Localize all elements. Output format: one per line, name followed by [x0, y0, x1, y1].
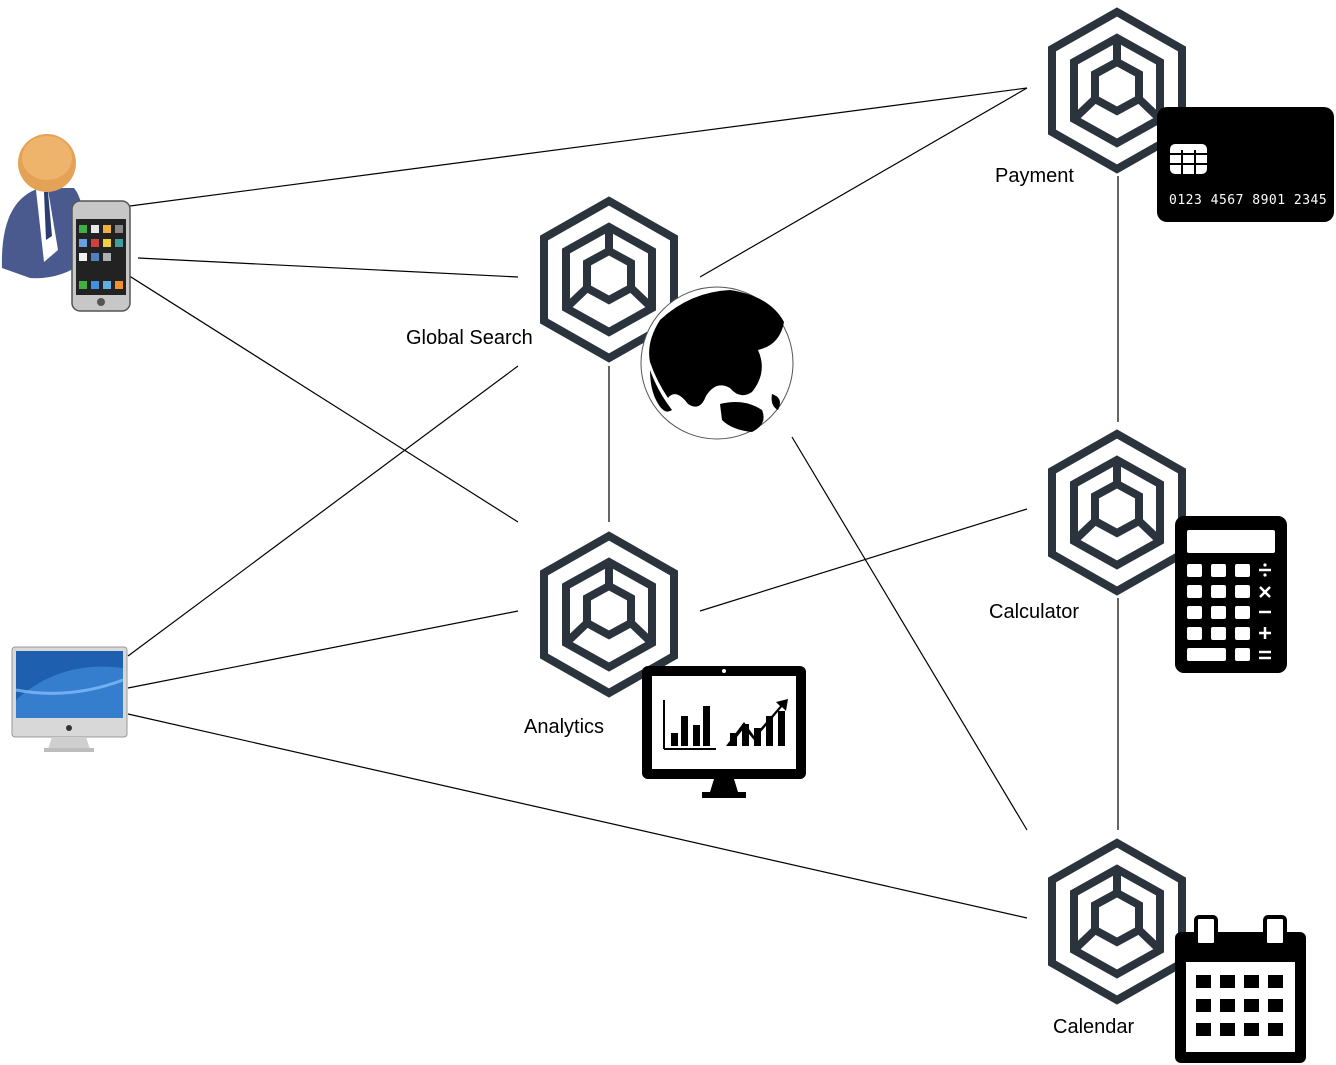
calendar-icon — [1175, 915, 1306, 1063]
edge-mobile-search — [137, 257, 519, 278]
desktop-computer-icon — [11, 646, 128, 752]
connection-lines — [111, 87, 1119, 919]
service-global-search: Global Search — [406, 201, 794, 440]
edge-desktop-search — [127, 365, 519, 657]
edge-analytics-calculator — [699, 508, 1028, 612]
edge-desktop-calendar — [127, 713, 1028, 919]
analytics-monitor-icon — [642, 666, 806, 798]
service-label: Calendar — [1053, 1016, 1135, 1038]
edge-search-payment — [699, 87, 1028, 278]
service-label: Payment — [995, 165, 1074, 187]
service-calculator: Calculator — [989, 434, 1287, 673]
service-calendar: Calendar — [1052, 843, 1306, 1063]
globe-icon — [640, 286, 794, 440]
service-label: Calculator — [989, 601, 1079, 623]
edge-desktop-analytics — [127, 610, 519, 689]
calculator-icon — [1175, 516, 1287, 673]
edge-mobile-payment — [129, 87, 1028, 207]
person-with-smartphone-icon — [1, 134, 131, 312]
service-analytics: Analytics — [524, 536, 806, 798]
service-label: Analytics — [524, 716, 604, 738]
service-label: Global Search — [406, 327, 533, 349]
credit-card-icon: 0123 4567 8901 2345 — [1157, 107, 1334, 222]
cube-icon — [1052, 434, 1182, 591]
cube-icon — [1052, 843, 1182, 1000]
edge-mobile-analytics — [111, 264, 519, 523]
card-number: 0123 4567 8901 2345 — [1169, 193, 1327, 208]
service-payment: 0123 4567 8901 2345 Payment — [995, 12, 1334, 222]
edge-search-calendar — [791, 436, 1028, 831]
